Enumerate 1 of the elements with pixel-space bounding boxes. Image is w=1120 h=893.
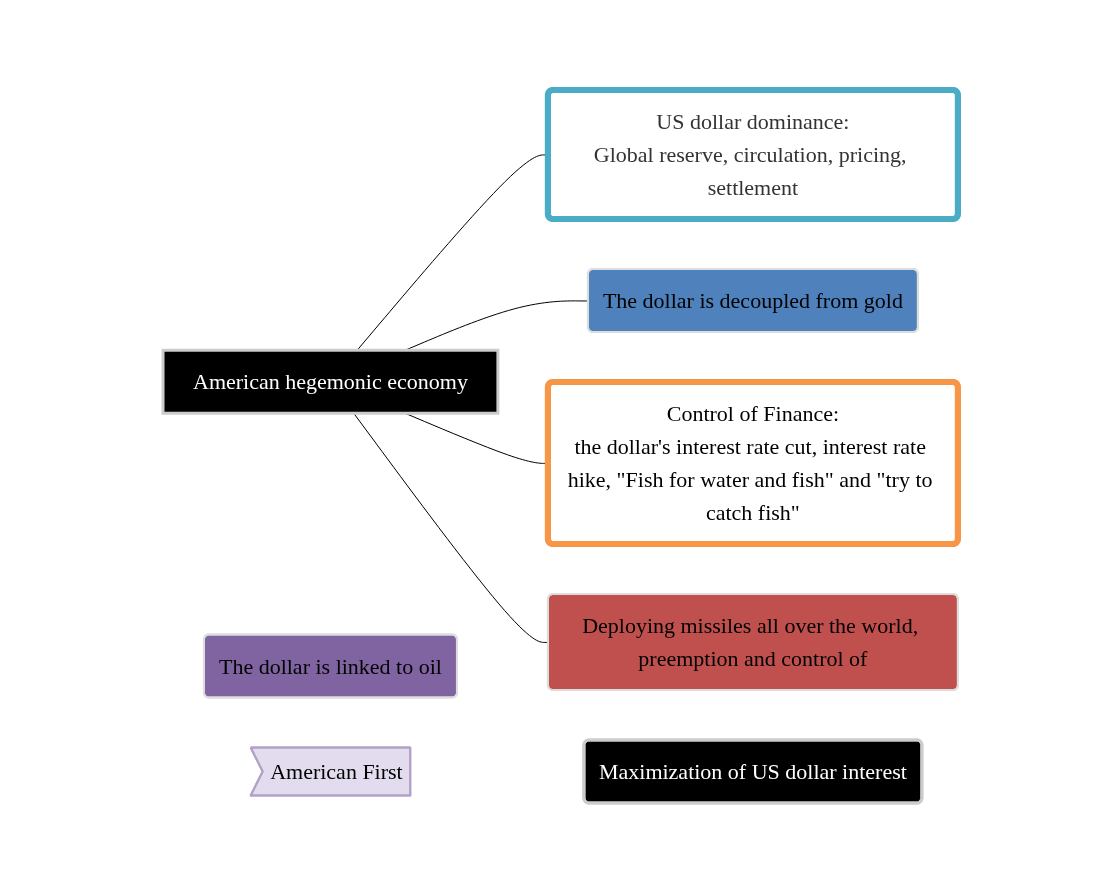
node-box: American hegemonic economy bbox=[161, 348, 499, 415]
